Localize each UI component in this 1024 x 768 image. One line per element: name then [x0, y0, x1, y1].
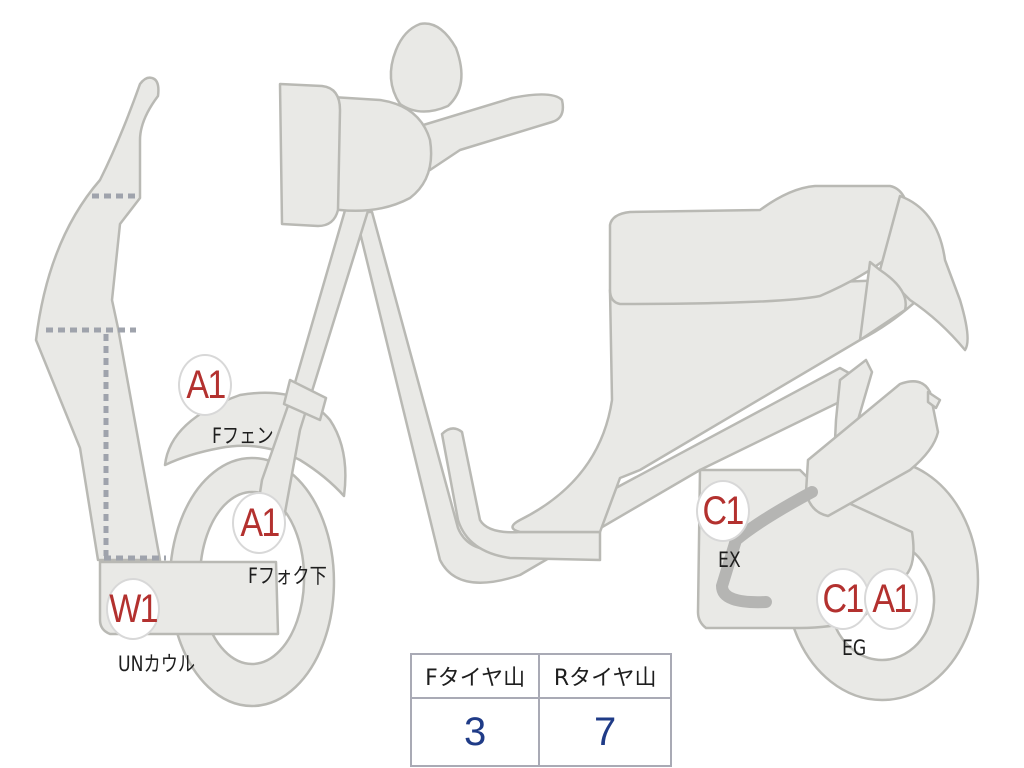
- table-header-row: Fタイヤ山 Rタイヤ山: [409, 653, 672, 699]
- rear-cowl-lower: [858, 260, 907, 342]
- footboard: [440, 427, 602, 562]
- fork-joint: [282, 378, 328, 422]
- marker-circle: A1: [864, 568, 918, 630]
- headlight-housing: [314, 94, 433, 213]
- muffler-tip: [926, 390, 942, 410]
- exhaust-pipe: [715, 486, 818, 609]
- marker-label-undercowl: UNカウル: [118, 652, 196, 676]
- marker-circle: W1: [106, 578, 160, 640]
- marker-exhaust: C1: [696, 480, 750, 542]
- marker-circle: A1: [178, 354, 232, 416]
- marker-code: C1: [702, 488, 745, 533]
- value-rear-tire: 7: [538, 697, 672, 767]
- rear-tail: [878, 194, 969, 352]
- front-cowl: [34, 76, 162, 562]
- marker-fender: A1: [178, 354, 232, 416]
- marker-code: C1: [822, 576, 865, 621]
- marker-label-exhaust: EX: [718, 548, 741, 572]
- marker-circle: A1: [232, 492, 286, 554]
- marker-circle: C1: [696, 480, 750, 542]
- marker-engine-c: C1: [816, 568, 870, 630]
- marker-engine-a: A1: [864, 568, 918, 630]
- muffler: [804, 380, 940, 518]
- marker-label-fender: Fフェン: [212, 424, 274, 448]
- table-value-row: 3 7: [409, 697, 672, 767]
- tire-tread-table: Fタイヤ山 Rタイヤ山 3 7: [409, 653, 672, 767]
- marker-fork: A1: [232, 492, 286, 554]
- marker-code: A1: [239, 500, 280, 545]
- mirror: [389, 22, 463, 113]
- marker-label-fork: Fフォク下: [248, 564, 327, 588]
- headlight-lens: [278, 82, 342, 228]
- marker-label-engine: EG: [842, 636, 867, 660]
- marker-code: A1: [871, 576, 912, 621]
- marker-code: A1: [185, 362, 226, 407]
- front-wheel: [168, 456, 336, 708]
- handlebar: [418, 93, 565, 172]
- header-front-tire: Fタイヤ山: [409, 653, 541, 699]
- value-front-tire: 3: [409, 697, 541, 767]
- marker-code: W1: [109, 586, 158, 631]
- header-rear-tire: Rタイヤ山: [538, 653, 672, 699]
- marker-circle: C1: [816, 568, 870, 630]
- marker-undercowl: W1: [106, 578, 160, 640]
